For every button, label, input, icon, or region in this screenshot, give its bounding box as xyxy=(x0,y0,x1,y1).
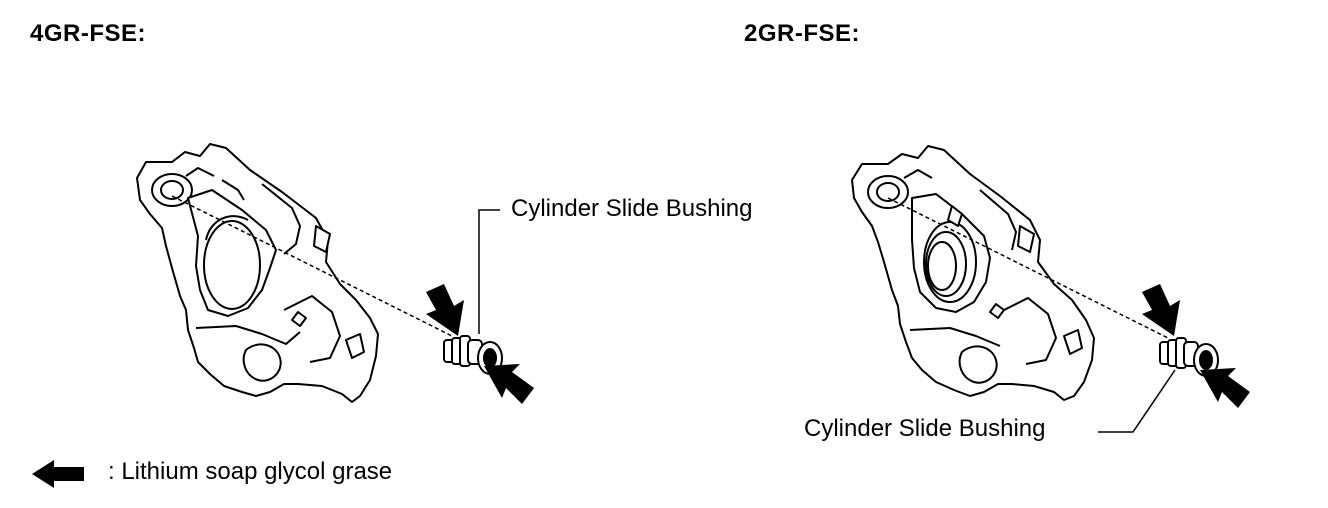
legend-text: : Lithium soap glycol grase xyxy=(108,458,393,485)
part-label-4gr-fse: Cylinder Slide Bushing xyxy=(511,195,753,222)
panel-title-2gr-fse: 2GR-FSE: xyxy=(744,20,861,47)
grease-arrow-down-2gr-fse xyxy=(1142,284,1180,336)
leader-line-2gr-fse xyxy=(1098,369,1176,433)
caliper-illustration-4gr-fse xyxy=(136,143,379,403)
cylinder-slide-bushing-4gr-fse xyxy=(443,335,503,375)
alignment-line-4gr-fse xyxy=(171,195,453,337)
grease-arrow-down-4gr-fse xyxy=(426,284,464,336)
alignment-line-2gr-fse xyxy=(887,197,1169,339)
grease-arrow-up-left-4gr-fse xyxy=(484,364,534,404)
grease-arrow-up-left-2gr-fse xyxy=(1200,368,1250,408)
leader-line-4gr-fse xyxy=(478,209,500,334)
arrow-left-icon xyxy=(32,460,84,488)
caliper-illustration-2gr-fse xyxy=(851,145,1095,401)
panel-title-4gr-fse: 4GR-FSE: xyxy=(30,20,147,47)
part-label-2gr-fse: Cylinder Slide Bushing xyxy=(804,415,1046,442)
cylinder-slide-bushing-2gr-fse xyxy=(1159,337,1219,377)
